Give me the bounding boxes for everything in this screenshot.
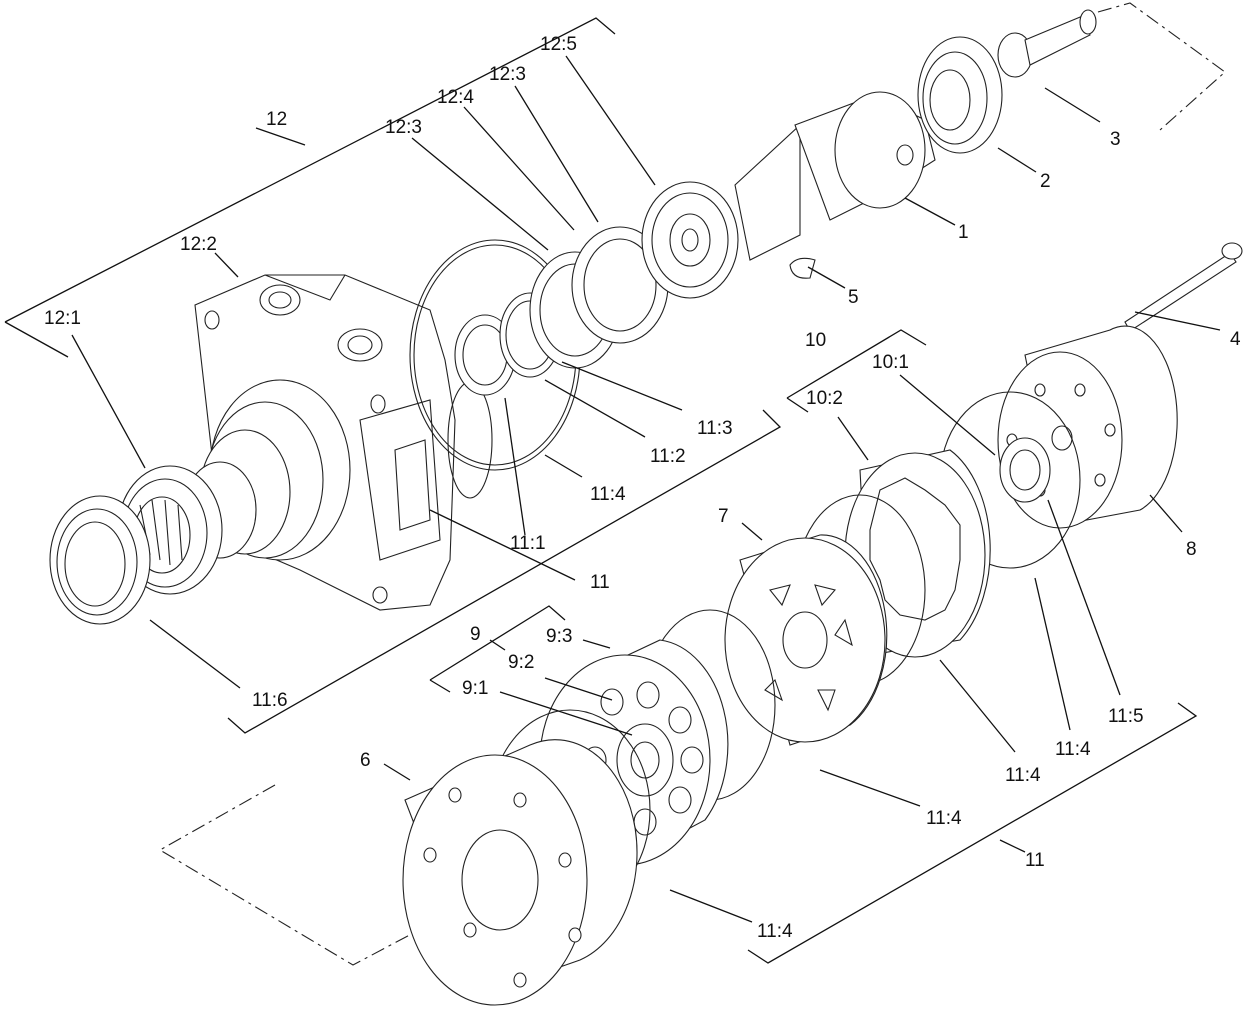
group-11-bracket-right <box>747 702 1198 964</box>
group-12-bracket-top <box>4 17 616 323</box>
roller-bearing-part <box>917 36 1003 154</box>
bolt-part <box>1124 242 1243 332</box>
label-9-1: 9:1 <box>462 678 488 699</box>
label-11: 11 <box>590 572 610 593</box>
label-12-4: 12:4 <box>437 87 474 108</box>
label-12-3: 12:3 <box>385 117 422 138</box>
label-1: 1 <box>958 222 969 243</box>
label-11-4: 11:4 <box>757 921 793 942</box>
label-9-3: 9:3 <box>546 626 572 647</box>
label-11-4: 11:4 <box>590 484 626 505</box>
label-11-3: 11:3 <box>697 418 733 439</box>
label-11: 11 <box>1025 850 1045 871</box>
label-10-1: 10:1 <box>872 352 909 373</box>
label-11-2: 11:2 <box>650 446 686 467</box>
label-11-4: 11:4 <box>926 808 962 829</box>
axis-line-top <box>1097 2 1226 131</box>
label-5: 5 <box>848 287 859 308</box>
group-9-bracket-end <box>429 679 451 693</box>
label-4: 4 <box>1230 329 1241 350</box>
label-11-4: 11:4 <box>1055 739 1091 760</box>
label-11-6: 11:6 <box>252 690 288 711</box>
label-10: 10 <box>805 330 826 351</box>
drive-link-part <box>997 9 1097 78</box>
label-12: 12 <box>266 109 287 130</box>
output-shaft-part <box>734 91 936 261</box>
group-11-bracket-lower <box>227 409 782 734</box>
group-10-bracket <box>786 329 927 399</box>
label-9: 9 <box>470 624 481 645</box>
seal-stack-part <box>454 226 669 396</box>
label-11-5: 11:5 <box>1108 706 1144 727</box>
label-11-1: 11:1 <box>510 533 546 554</box>
label-8: 8 <box>1186 539 1197 560</box>
label-12-5: 12:5 <box>540 34 577 55</box>
group-9-bracket <box>429 605 566 681</box>
thrust-bearing-part <box>641 181 739 299</box>
group-12-bracket <box>4 321 69 358</box>
label-9-2: 9:2 <box>508 652 534 673</box>
label-6: 6 <box>360 750 371 771</box>
label-3: 3 <box>1110 129 1121 150</box>
valve-plate-part <box>724 534 888 746</box>
label-7: 7 <box>718 506 729 527</box>
label-2: 2 <box>1040 171 1051 192</box>
group-10-bracket-end <box>786 397 809 413</box>
label-11-4: 11:4 <box>1005 765 1041 786</box>
label-12-3: 12:3 <box>489 64 526 85</box>
shaft-seal-part <box>49 495 151 625</box>
label-10-2: 10:2 <box>806 388 843 409</box>
label-12-2: 12:2 <box>180 234 217 255</box>
seal-ring-inner <box>1009 449 1041 491</box>
end-plate-part <box>402 739 638 1006</box>
axis-line-bottom <box>158 784 471 966</box>
label-12-1: 12:1 <box>44 308 81 329</box>
